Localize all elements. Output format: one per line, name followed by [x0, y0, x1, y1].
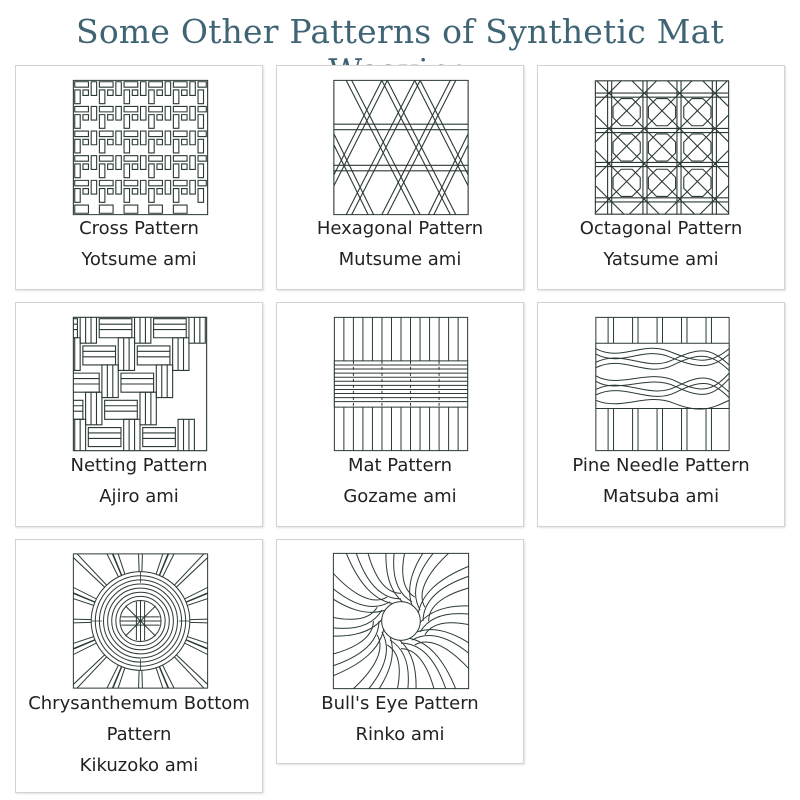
hexagonal-pattern-icon	[331, 79, 471, 216]
pattern-japanese-name: Yatsume ami	[603, 249, 719, 270]
pattern-card-mat: Mat Pattern Gozame ami	[276, 302, 524, 527]
bulls-eye-pattern-icon	[332, 552, 470, 690]
octagonal-pattern-icon	[594, 79, 730, 216]
pattern-name: Mat Pattern	[347, 455, 453, 476]
pine-needle-pattern-icon	[594, 316, 731, 452]
pattern-japanese-name: Rinko ami	[355, 724, 445, 745]
pattern-japanese-name: Matsuba ami	[602, 486, 720, 507]
pattern-card-hexagonal: Hexagonal Pattern Mutsume ami	[276, 65, 524, 290]
netting-pattern-icon	[72, 316, 208, 452]
cross-pattern-icon	[72, 79, 209, 216]
pattern-card-cross: Cross Pattern Yotsume ami	[15, 65, 263, 290]
pattern-name: Chrysanthemum Bottom	[28, 693, 250, 714]
pattern-card-octagonal: Octagonal Pattern Yatsume ami	[537, 65, 785, 290]
pattern-japanese-name: Gozame ami	[343, 486, 457, 507]
pattern-japanese-name: Yotsume ami	[81, 249, 197, 270]
pattern-japanese-name: Kikuzoko ami	[79, 755, 199, 776]
pattern-japanese-name: Ajiro ami	[99, 486, 179, 507]
chrysanthemum-pattern-icon	[72, 552, 209, 690]
pattern-card-chrysanthemum: Chrysanthemum Bottom Pattern Kikuzoko am…	[15, 539, 263, 793]
pattern-japanese-name: Mutsume ami	[338, 249, 462, 270]
pattern-name: Bull's Eye Pattern	[321, 693, 479, 714]
pattern-name: Netting Pattern	[70, 455, 208, 476]
pattern-name: Pine Needle Pattern	[572, 455, 750, 476]
pattern-card-netting: Netting Pattern Ajiro ami	[15, 302, 263, 527]
pattern-card-pine-needle: Pine Needle Pattern Matsuba ami	[537, 302, 785, 527]
mat-pattern-icon	[332, 316, 470, 452]
pattern-name: Hexagonal Pattern	[316, 218, 484, 239]
pattern-name: Octagonal Pattern	[579, 218, 743, 239]
pattern-card-bulls-eye: Bull's Eye Pattern Rinko ami	[276, 539, 524, 764]
pattern-name-line2: Pattern	[106, 724, 172, 745]
pattern-name: Cross Pattern	[79, 218, 199, 239]
